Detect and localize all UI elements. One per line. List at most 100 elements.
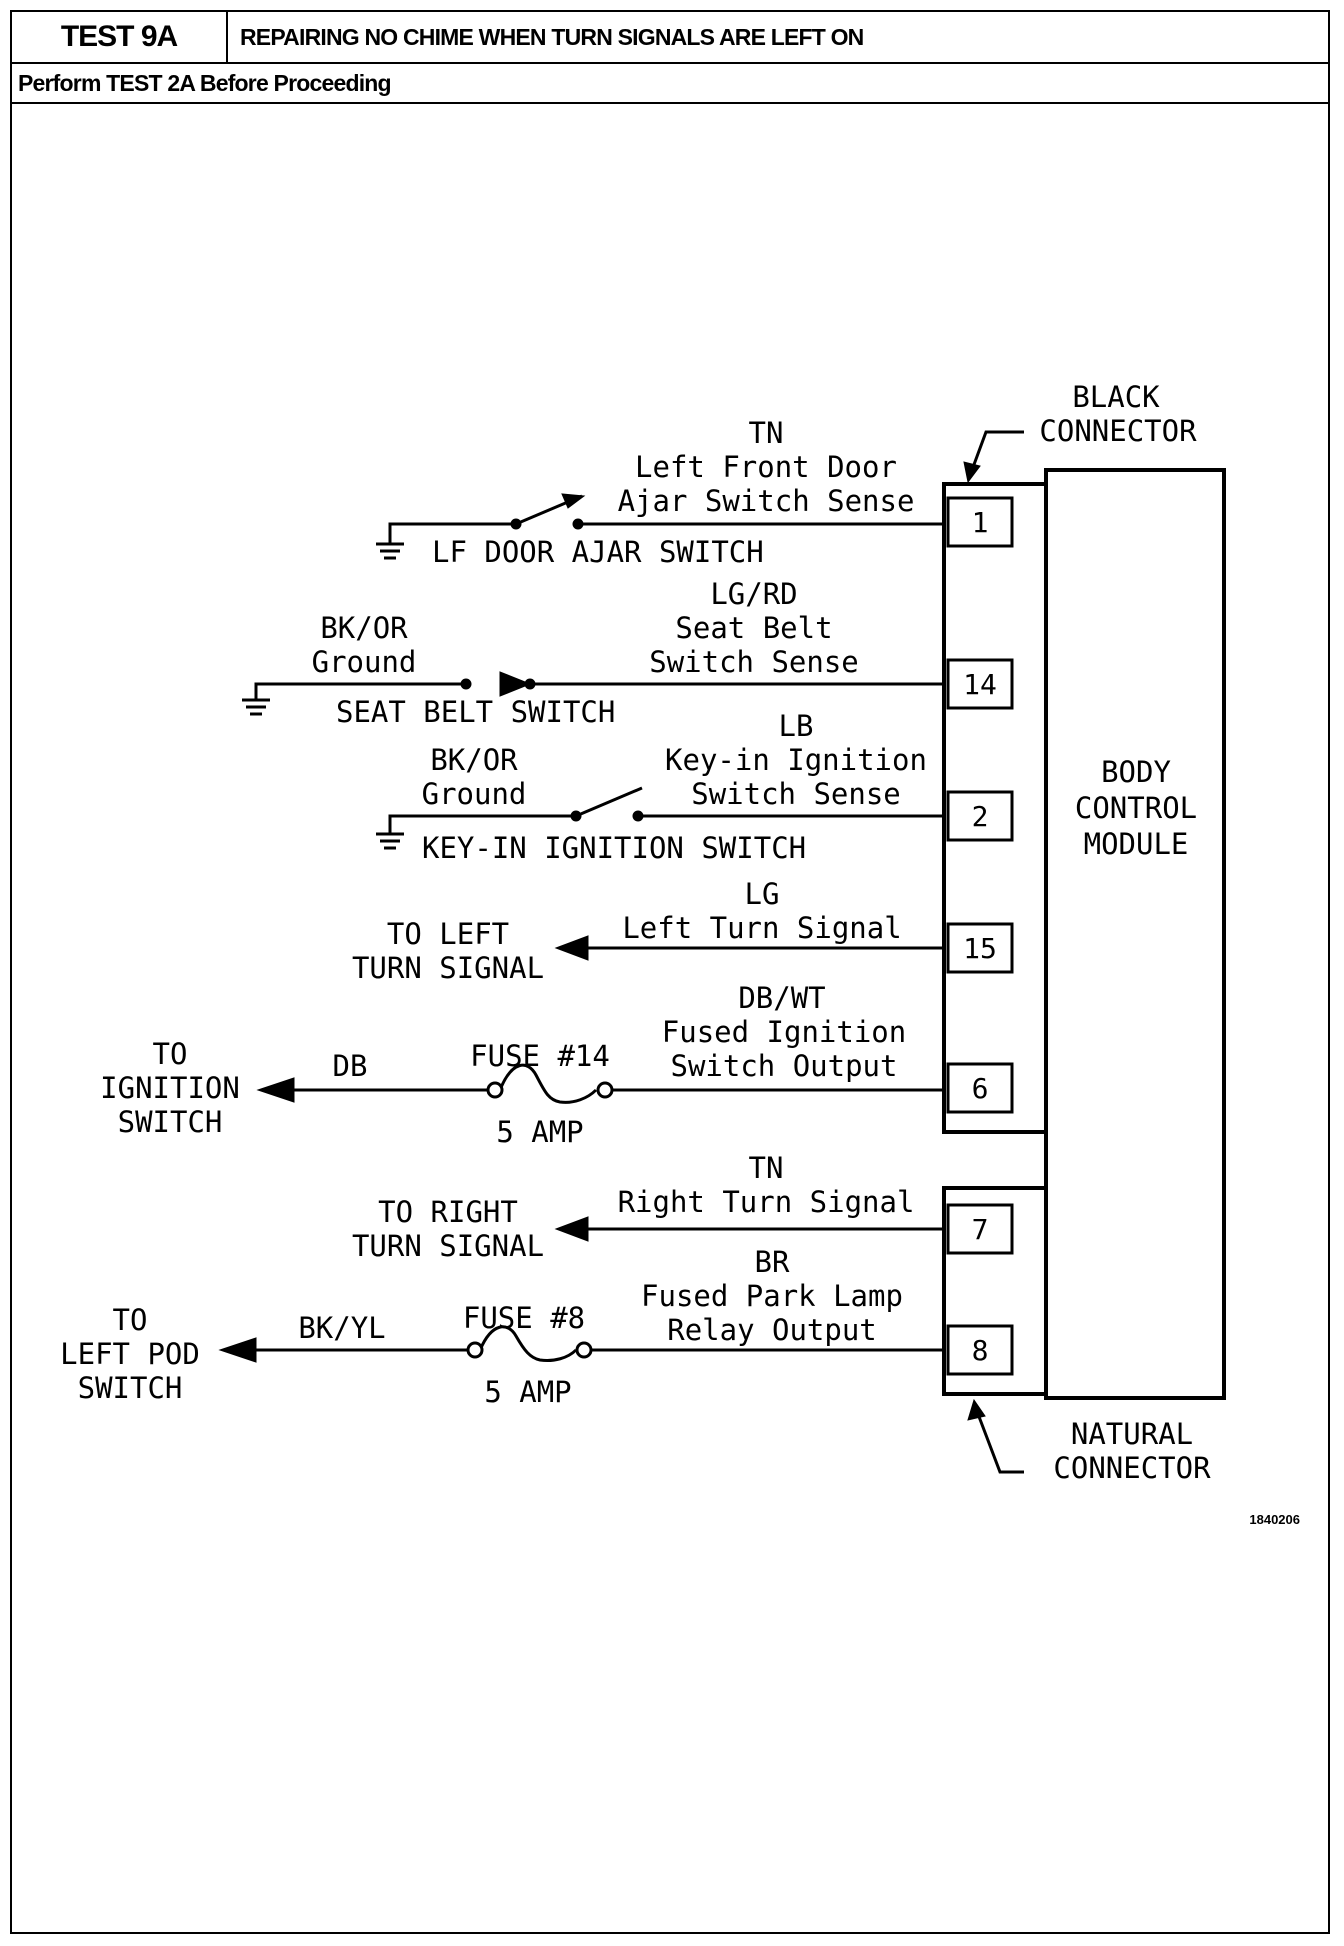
signal-pin-2-line-1: Key-in Ignition: [665, 743, 927, 777]
body-control-module-box: [1044, 468, 1226, 1400]
signal-pin-14-line-1: Seat Belt: [675, 611, 832, 645]
fuse-8-element: [478, 1325, 578, 1362]
natural-connector-arrow-line: [976, 1413, 1024, 1474]
prerequisite-note: Perform TEST 2A Before Proceeding: [12, 64, 1328, 104]
key-in-switch-contact-b: [632, 810, 644, 822]
pin-box-15: [946, 922, 1014, 974]
wire-color-left-pod-switch: BK/YL: [298, 1311, 385, 1345]
fuse-8-label: FUSE #8: [463, 1301, 585, 1335]
figure-reference-number: 1840206: [1249, 1512, 1300, 1527]
fuse-8-terminal-a: [466, 1341, 484, 1359]
wire-color-pin-14: LG/RD: [710, 577, 797, 611]
destination-left-turn-line-1: TO LEFT: [387, 917, 509, 951]
wire-color-pin-1: TN: [749, 416, 784, 450]
right-turn-arrowhead: [554, 1216, 589, 1242]
wire-color-pin-6: DB/WT: [738, 981, 825, 1015]
signal-pin-15: Left Turn Signal: [622, 911, 901, 945]
natural-connector-arrowhead: [967, 1398, 986, 1421]
left-pod-arrowhead: [218, 1337, 257, 1363]
destination-right-turn-line-1: TO RIGHT: [378, 1195, 518, 1229]
black-connector-arrowhead: [963, 461, 981, 484]
destination-left-turn-line-2: TURN SIGNAL: [352, 951, 544, 985]
seat-belt-switch-contact-b: [524, 678, 536, 690]
pin-number-8: 8: [972, 1334, 989, 1367]
fuse-14-rating: 5 AMP: [496, 1115, 583, 1149]
signal-pin-14-line-2: Switch Sense: [649, 645, 859, 679]
signal-pin-6-line-2: Switch Output: [671, 1049, 898, 1083]
pin-number-1: 1: [972, 506, 989, 539]
destination-left-pod-line-2: LEFT POD: [60, 1337, 200, 1371]
ground-label-seat-belt: Ground: [312, 645, 417, 679]
seat-belt-switch-contact-a: [460, 678, 472, 690]
destination-ignition-line-1: TO: [153, 1037, 188, 1071]
ignition-switch-arrowhead: [256, 1077, 295, 1103]
fuse-14-terminal-b: [596, 1081, 614, 1099]
test-header: TEST 9A REPAIRING NO CHIME WHEN TURN SIG…: [12, 12, 1328, 64]
natural-connector-shell: [942, 1186, 1048, 1396]
black-connector-label-2: CONNECTOR: [1039, 414, 1197, 448]
component-key-in-ignition-switch: KEY-IN IGNITION SWITCH: [422, 831, 806, 865]
natural-connector-label-1: NATURAL: [1071, 1417, 1193, 1451]
pin-box-7: [946, 1203, 1014, 1255]
fuse-14-element: [498, 1063, 598, 1104]
destination-right-turn-line-2: TURN SIGNAL: [352, 1229, 544, 1263]
seat-belt-switch-arrowhead: [499, 671, 532, 697]
black-connector-shell: [942, 482, 1048, 1134]
seat-belt-ground-symbol: [242, 698, 270, 716]
pin-number-7: 7: [972, 1213, 989, 1246]
signal-pin-1-line-1: Left Front Door: [635, 450, 897, 484]
fuse-14-label: FUSE #14: [470, 1039, 610, 1073]
pin-box-6: [946, 1062, 1014, 1114]
key-in-switch-contact-a: [570, 810, 582, 822]
key-in-switch-ground-lead: [388, 814, 576, 834]
wire-color-ignition-switch: DB: [333, 1049, 368, 1083]
module-label-3: MODULE: [1084, 827, 1189, 861]
wire-color-pin-2: LB: [779, 709, 814, 743]
wire-color-pin-15: LG: [745, 877, 780, 911]
wire-color-pin-7: TN: [749, 1151, 784, 1185]
wire-color-pin-8: BR: [755, 1245, 790, 1279]
destination-left-pod-line-3: SWITCH: [78, 1371, 183, 1405]
module-label-1: BODY: [1101, 755, 1171, 789]
lf-door-switch-ground-lead: [388, 522, 516, 544]
ground-label-key-in: Ground: [422, 777, 527, 811]
key-in-switch-blade: [575, 786, 643, 818]
component-seat-belt-switch: SEAT BELT SWITCH: [336, 695, 615, 729]
lf-door-switch-arrowhead: [561, 493, 586, 509]
destination-left-pod-line-1: TO: [113, 1303, 148, 1337]
pin-box-14: [946, 658, 1014, 710]
seat-belt-ground-lead: [254, 682, 466, 700]
fuse-14-terminal-a: [486, 1081, 504, 1099]
fuse-8-rating: 5 AMP: [484, 1375, 571, 1409]
destination-ignition-line-3: SWITCH: [118, 1105, 223, 1139]
signal-pin-1-line-2: Ajar Switch Sense: [618, 484, 915, 518]
test-sheet: TEST 9A REPAIRING NO CHIME WHEN TURN SIG…: [10, 10, 1330, 1934]
lf-door-switch-contact-b: [572, 518, 584, 530]
ground-color-seat-belt: BK/OR: [320, 611, 408, 645]
module-label-2: CONTROL: [1075, 791, 1197, 825]
pin-box-8: [946, 1324, 1014, 1376]
test-title: REPAIRING NO CHIME WHEN TURN SIGNALS ARE…: [240, 23, 864, 50]
left-turn-arrowhead: [554, 935, 589, 961]
signal-pin-7: Right Turn Signal: [618, 1185, 915, 1219]
pin-number-2: 2: [972, 800, 989, 833]
black-connector-arrow-line: [970, 430, 1024, 471]
signal-pin-6-line-1: Fused Ignition: [662, 1015, 906, 1049]
pin-box-1: [946, 496, 1014, 548]
pin-number-6: 6: [972, 1072, 989, 1105]
pin-box-2: [946, 790, 1014, 842]
fuse-8-terminal-b: [575, 1341, 593, 1359]
natural-connector-label-2: CONNECTOR: [1053, 1451, 1211, 1485]
component-lf-door-ajar-switch: LF DOOR AJAR SWITCH: [432, 535, 764, 569]
signal-pin-2-line-2: Switch Sense: [691, 777, 901, 811]
lf-door-ground-symbol: [376, 542, 404, 560]
test-id: TEST 9A: [12, 12, 228, 62]
ground-color-key-in: BK/OR: [430, 743, 518, 777]
signal-pin-8-line-2: Relay Output: [667, 1313, 877, 1347]
pin-number-15: 15: [963, 932, 997, 965]
key-in-ground-symbol: [376, 832, 404, 850]
black-connector-label-1: BLACK: [1072, 380, 1160, 414]
destination-ignition-line-2: IGNITION: [100, 1071, 240, 1105]
signal-pin-8-line-1: Fused Park Lamp: [641, 1279, 903, 1313]
